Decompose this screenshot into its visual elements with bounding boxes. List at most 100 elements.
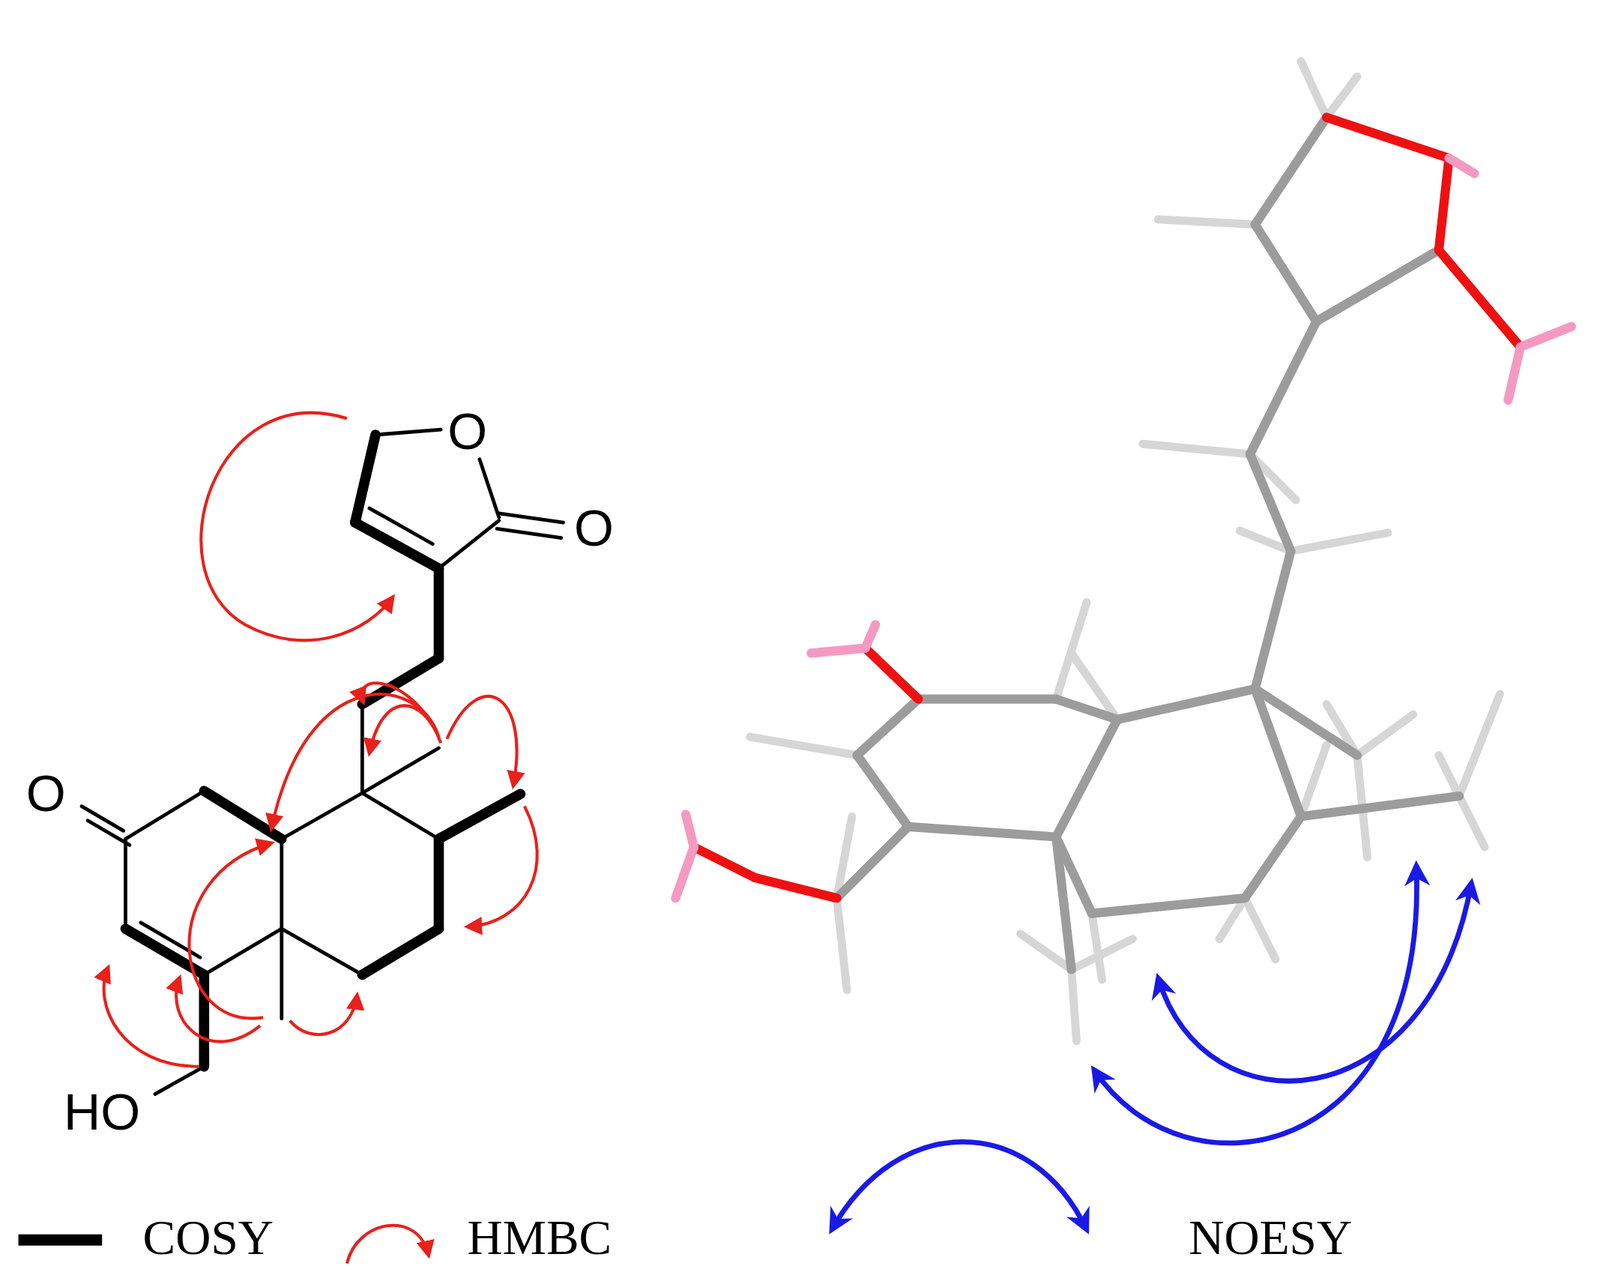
hydroxyl-hydrogen	[675, 846, 694, 898]
hydrogen-stick	[750, 61, 1501, 1041]
legend-text: COSY	[143, 1213, 274, 1263]
oxygen-stick	[693, 846, 756, 878]
noesy-sample	[831, 1141, 1087, 1230]
carbon-stick	[1255, 117, 1327, 225]
carbon-stick	[857, 699, 919, 756]
cosy-bond	[203, 790, 282, 839]
hmbc-arrow	[446, 696, 517, 786]
cosy-sample	[18, 1234, 103, 1246]
carbon-stick	[1091, 897, 1245, 913]
hydroxyl-hydrogen	[1507, 346, 1520, 401]
thin-bond	[281, 928, 363, 975]
hydroxyl-hydrogen	[865, 624, 877, 648]
carbon-stick	[1117, 688, 1256, 720]
noesy-arrow	[1094, 865, 1472, 1143]
cosy-bond	[125, 434, 521, 1067]
atom-label: O	[571, 502, 616, 554]
hydrogen-stick	[1459, 693, 1500, 796]
hmbc-sample	[346, 1225, 429, 1264]
hydroxyl-hydrogen	[1520, 326, 1572, 347]
oxygen-stick	[1438, 250, 1521, 347]
carbon-stick	[1250, 321, 1317, 455]
atom-label: O	[23, 768, 68, 820]
atom-label: HO	[61, 1086, 143, 1138]
thin-bond	[499, 513, 564, 523]
hydrogen-stick	[1326, 76, 1358, 117]
carbon-stick	[1250, 454, 1291, 551]
hydroxyl-hydrogen	[810, 648, 865, 654]
hydroxyl-hydrogen	[675, 158, 1571, 898]
thin-bond	[361, 792, 439, 839]
hydrogen-stick	[1157, 219, 1255, 225]
hmbc-arrow	[104, 967, 200, 1067]
thin-bond	[496, 528, 562, 538]
noesy-arrow	[1094, 865, 1418, 1143]
carbon-stick	[1255, 224, 1317, 322]
hydrogen-stick	[1459, 795, 1485, 847]
carbon-stick	[918, 694, 1056, 704]
carbon-stick	[1055, 699, 1118, 720]
cosy-bond	[361, 928, 439, 975]
hmbc-arrow	[290, 995, 358, 1035]
hydrogen-stick	[1290, 532, 1388, 552]
cosy-bond	[355, 522, 440, 569]
cosy-bond	[438, 793, 521, 839]
hmbc-arrow	[104, 412, 538, 1067]
oxygen-stick	[1326, 117, 1449, 159]
cosy-bond	[433, 568, 445, 658]
thin-bond	[438, 520, 499, 569]
noesy-arrow	[1157, 882, 1472, 1081]
carbon-stick	[1255, 550, 1292, 689]
thin-bond	[279, 838, 284, 929]
carbon-stick	[837, 117, 1460, 970]
cosy-bond	[433, 838, 445, 929]
oxygen-stick	[1438, 158, 1450, 251]
hmbc-arrow	[271, 693, 439, 829]
hydrogen-stick	[750, 736, 858, 756]
thin-bond	[479, 459, 500, 518]
thin-bond	[87, 820, 130, 846]
hydroxyl-hydrogen	[685, 814, 694, 848]
thin-bond	[203, 928, 282, 975]
thin-bond	[281, 792, 363, 839]
hydrogen-stick	[837, 897, 848, 990]
atom-label: O	[445, 406, 489, 458]
carbon-stick	[1300, 795, 1460, 817]
hydrogen-stick	[1071, 969, 1077, 1041]
oxygen-stick	[865, 648, 919, 700]
cosy-bond	[355, 434, 376, 523]
hydrogen-stick	[1091, 913, 1103, 981]
hmbc-arrow	[176, 977, 261, 1041]
thin-bond	[360, 704, 365, 793]
carbon-stick	[837, 826, 909, 898]
carbon-stick	[857, 755, 909, 827]
legend-text: HMBC	[467, 1213, 612, 1263]
thin-bond	[123, 838, 128, 929]
carbon-stick	[1055, 719, 1118, 838]
hydrogen-stick	[1300, 61, 1327, 118]
carbon-stick	[1244, 816, 1301, 898]
hmbc-arrow	[200, 412, 393, 641]
hydrogen-stick	[1244, 897, 1276, 960]
carbon-stick	[1315, 250, 1439, 322]
thin-bond	[155, 1066, 204, 1095]
thin-bond	[125, 790, 204, 839]
hydrogen-stick	[1071, 939, 1134, 970]
oxygen-stick	[693, 117, 1521, 899]
hydrogen-stick	[1300, 744, 1327, 817]
hydrogen-stick	[1438, 755, 1460, 796]
hydrogen-stick	[1142, 443, 1251, 455]
thin-bond	[361, 747, 439, 793]
carbon-stick	[908, 826, 1056, 838]
thin-bond	[81, 429, 564, 1094]
hmbc-arrow	[188, 843, 272, 1019]
carbon-stick	[1055, 837, 1071, 970]
thin-bond	[81, 806, 124, 832]
thin-bond	[375, 429, 441, 435]
hydrogen-stick	[1357, 714, 1414, 755]
hmbc-arrow	[467, 806, 538, 928]
carbon-stick	[1255, 688, 1358, 756]
legend-text: NOESY	[1188, 1213, 1352, 1263]
